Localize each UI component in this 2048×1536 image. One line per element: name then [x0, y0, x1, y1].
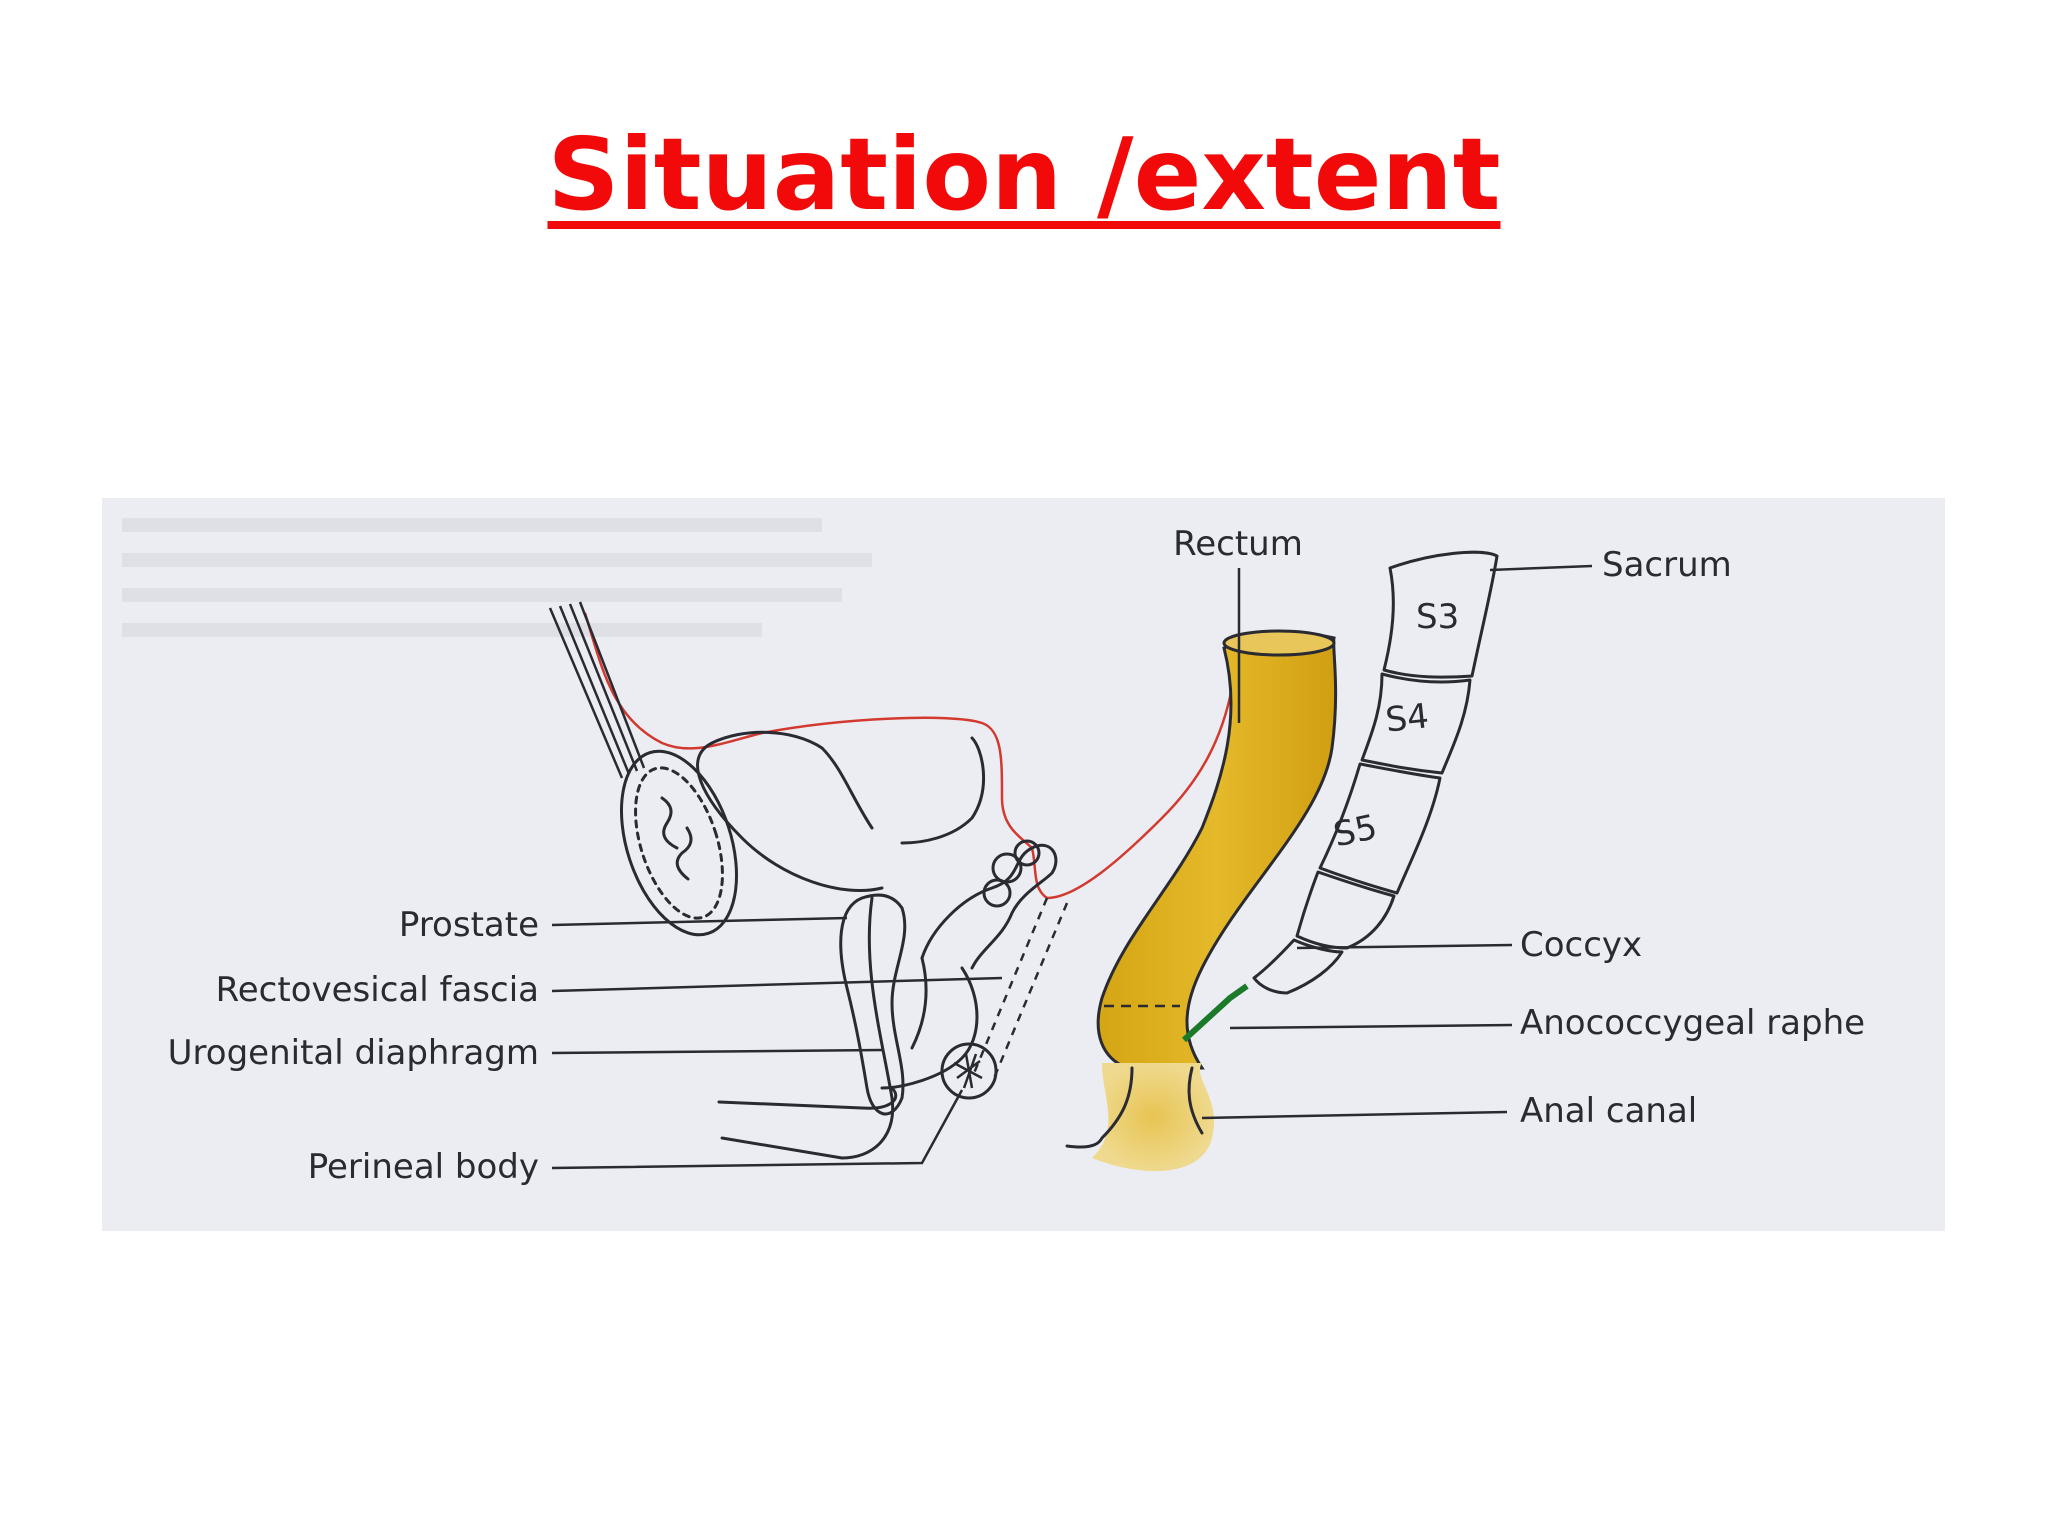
- peritoneum-line: [583, 612, 1234, 900]
- pelvis-diagram: S3 S4 S5 Prostate Rectovesical fascia Ur…: [122, 518, 1865, 1187]
- vertebra-coccyx-1: [1295, 870, 1396, 950]
- label-rectovesical-fascia: Rectovesical fascia: [216, 970, 539, 1010]
- faint-background-print: [122, 518, 872, 637]
- label-sacrum: Sacrum: [1602, 545, 1732, 585]
- perineal-body-circle: [940, 1042, 998, 1100]
- label-s3: S3: [1416, 597, 1459, 637]
- label-s4: S4: [1384, 696, 1431, 740]
- label-urogenital-diaphragm: Urogenital diaphragm: [168, 1033, 539, 1073]
- vertebra-s3: [1382, 550, 1499, 679]
- penis-base: [717, 1086, 898, 1110]
- label-s5: S5: [1330, 807, 1381, 855]
- rectovesical-fascia-dashes: [970, 897, 1069, 1084]
- bladder-outer: [900, 736, 986, 845]
- label-coccyx: Coccyx: [1520, 925, 1642, 965]
- prostate-shape: [839, 893, 907, 1116]
- anatomy-figure: S3 S4 S5 Prostate Rectovesical fascia Ur…: [102, 498, 1945, 1231]
- seminal-vesicles: [880, 839, 1058, 1090]
- rectum: [1065, 629, 1338, 1172]
- ductus-strands: [548, 601, 646, 779]
- vertebra-s5: [1318, 762, 1442, 895]
- vertebra-s4: [1360, 672, 1472, 775]
- urethra-curve: [720, 896, 895, 1160]
- label-rectum: Rectum: [1173, 524, 1303, 564]
- left-leader-lines: [551, 916, 1003, 1170]
- label-perineal-body: Perineal body: [308, 1147, 539, 1187]
- bladder: [696, 730, 884, 893]
- label-anococcygeal-raphe: Anococcygeal raphe: [1520, 1003, 1865, 1043]
- label-prostate: Prostate: [399, 905, 539, 945]
- vertebra-coccyx-2: [1252, 938, 1344, 995]
- seminal-vesicle-oval: [619, 749, 739, 937]
- right-leader-lines: [1201, 564, 1593, 1120]
- label-anal-canal: Anal canal: [1520, 1091, 1697, 1131]
- anococcygeal-raphe-line: [1181, 983, 1249, 1043]
- slide-title: Situation /extent: [547, 116, 1501, 233]
